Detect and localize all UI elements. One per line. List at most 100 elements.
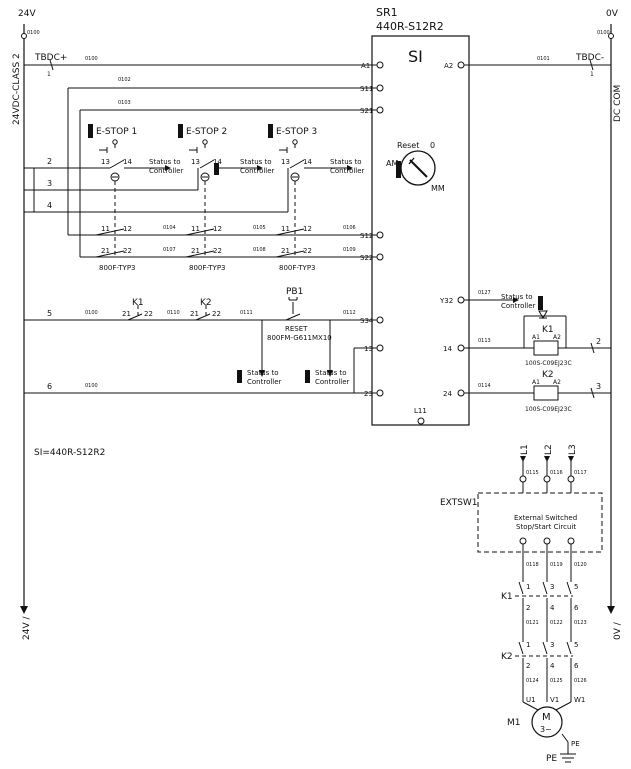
wire-0103: 0103 [118, 100, 131, 106]
estop-3-status-1: Status to [330, 158, 362, 166]
motor-sub: 3~ [540, 725, 552, 734]
contactor-k1-p2: 2 [526, 604, 530, 612]
relay-terminal-circles [376, 61, 465, 425]
bottom-right-label: 0V / [613, 621, 623, 640]
rung-4: 4 [47, 201, 52, 210]
contactor-k1-p1: 1 [526, 583, 530, 591]
pb1-status-left-2: Controller [247, 378, 282, 386]
pb1-status-right-2: Controller [315, 378, 350, 386]
extsw-line2: Stop/Start Circuit [516, 523, 576, 531]
estop-3-13: 13 [281, 158, 290, 166]
coil-k2-a2: A2 [553, 379, 561, 386]
wire-0105: 0105 [253, 225, 266, 231]
coil-k1-tag: K1 [542, 325, 554, 335]
wire-0110: 0110 [167, 310, 180, 316]
estop-2-label: E-STOP 2 [186, 127, 227, 137]
contactor-k2-p5: 5 [574, 641, 578, 649]
phase-l1: L1 [520, 444, 530, 455]
tbdc-plus-label: TBDC+ [34, 53, 67, 63]
wire-0121: 0121 [526, 620, 539, 626]
top-right-rail-wire: 0100 [597, 30, 610, 36]
estop-1-11: 11 [101, 225, 110, 233]
estop-2 [178, 124, 263, 258]
contactor-k2-p6: 6 [574, 662, 579, 670]
estop-1-13: 13 [101, 158, 110, 166]
wire-0104: 0104 [163, 225, 176, 231]
rung-3: 3 [47, 179, 52, 188]
feedback-contacts [127, 305, 211, 321]
relay-model: 440R-S12R2 [376, 20, 444, 33]
terminal-a1: A1 [361, 62, 370, 70]
a1-a2-supply-wire [24, 59, 611, 71]
contactor-k2-p3: 3 [550, 641, 554, 649]
estop-1 [88, 124, 171, 258]
motor-symbol: M [542, 712, 551, 723]
wire-0102: 0102 [118, 77, 131, 83]
s11-s21-loops [67, 87, 377, 258]
rung-6: 6 [47, 382, 52, 391]
wire-0108: 0108 [253, 247, 266, 253]
reset-mm: MM [431, 184, 445, 193]
coil-k2-a1: A1 [532, 379, 540, 386]
estop-2-22: 22 [213, 247, 222, 255]
contactor-poles [515, 537, 575, 712]
terminal-l11: L11 [414, 407, 427, 415]
phase-l2: L2 [544, 444, 554, 455]
terminal-a2: A2 [444, 62, 453, 70]
top-left-rail-wire: 0100 [27, 30, 40, 36]
estop-2-21: 21 [191, 247, 200, 255]
rung-right-3: 3 [596, 382, 601, 391]
estop-3-22: 22 [303, 247, 312, 255]
y32-status-1: Status to [501, 293, 533, 301]
wire-0100-r6: 0100 [85, 383, 98, 389]
wire-0126: 0126 [574, 678, 587, 684]
wire-0117: 0117 [574, 470, 587, 476]
estop-1-status-1: Status to [149, 158, 181, 166]
contactor-k1-tag: K1 [501, 592, 513, 602]
wire-0101: 0101 [537, 56, 550, 62]
wire-0116: 0116 [550, 470, 563, 476]
estop-3-label: E-STOP 3 [276, 127, 317, 137]
estop-1-21: 21 [101, 247, 110, 255]
contactor-k2-tag: K2 [501, 652, 513, 662]
contactor-k1-p3: 3 [550, 583, 554, 591]
contactor-k1-p6: 6 [574, 604, 579, 612]
terminal-s21: S21 [360, 107, 373, 115]
terminal-s34: S34 [360, 317, 374, 325]
estop-3-11: 11 [281, 225, 290, 233]
coil-k2-tag: K2 [542, 370, 554, 380]
estop-3-part: 800F-TYP3 [279, 264, 316, 272]
wire-0125: 0125 [550, 678, 563, 684]
estop-1-label: E-STOP 1 [96, 127, 137, 137]
right-power-rail [607, 24, 615, 614]
estop-3-12: 12 [303, 225, 312, 233]
reset-dial-icon [396, 150, 436, 186]
top-left-rail-name: 24V [18, 9, 36, 19]
estop-3 [268, 124, 353, 258]
tbdc-minus-pin: 1 [590, 71, 594, 78]
wire-0114: 0114 [478, 383, 491, 389]
coil-k1-part: 100S-C09EJ23C [525, 360, 572, 367]
contactor-k1-p5: 5 [574, 583, 578, 591]
estop-1-12: 12 [123, 225, 132, 233]
reset-am: AM [386, 159, 398, 168]
estop-3-21: 21 [281, 247, 290, 255]
wire-0118: 0118 [526, 562, 539, 568]
coil-k2 [464, 342, 611, 401]
reset-zero: 0 [430, 141, 435, 150]
feedback-k2-22: 22 [212, 310, 221, 318]
extsw-tag: EXTSW1 [440, 498, 478, 508]
wire-0100-r5: 0100 [85, 310, 98, 316]
t13-link [353, 347, 377, 393]
estop-2-12: 12 [213, 225, 222, 233]
estop-1-status-2: Controller [149, 167, 184, 175]
right-side-label: DC COM [613, 85, 623, 122]
rung-right-2: 2 [596, 337, 601, 346]
wire-0111: 0111 [240, 310, 253, 316]
terminal-23: 23 [364, 390, 373, 398]
wire-0119: 0119 [550, 562, 563, 568]
motor-pe-ground: PE [546, 754, 557, 764]
y32-status-2: Controller [501, 302, 536, 310]
reset-label: Reset [397, 141, 419, 150]
tbdc-minus-label: TBDC- [575, 53, 604, 63]
